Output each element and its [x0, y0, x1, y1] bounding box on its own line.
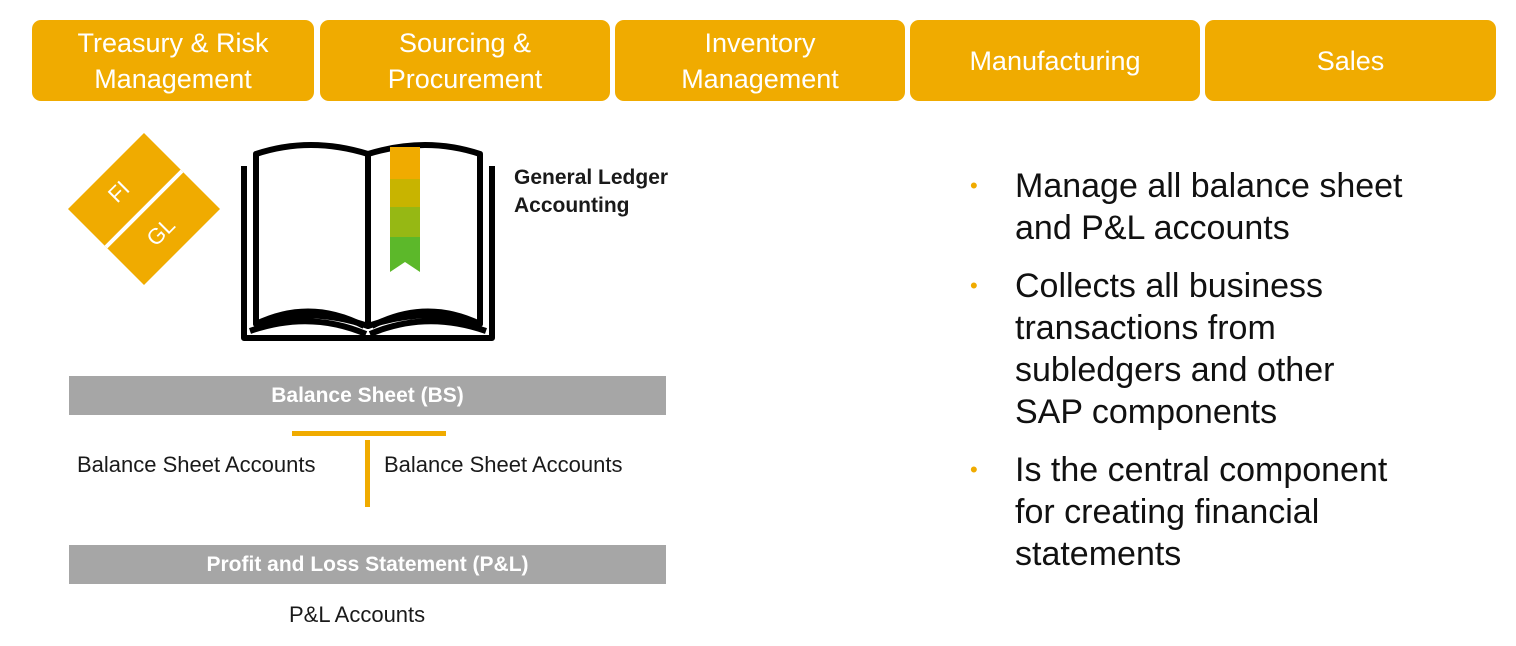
- fi-gl-diamond-icon: FI GL: [68, 133, 220, 285]
- tab-inventory-management[interactable]: Inventory Management: [615, 20, 905, 101]
- list-item: •Manage all balance sheet and P&L accoun…: [970, 167, 1403, 247]
- process-tabs: Treasury & Risk Management Sourcing & Pr…: [32, 20, 1496, 101]
- balance-sheet-divider: [365, 440, 370, 507]
- tab-sales[interactable]: Sales: [1205, 20, 1496, 101]
- tab-manufacturing[interactable]: Manufacturing: [910, 20, 1200, 101]
- list-item: •Collects all business transactions from…: [970, 267, 1335, 431]
- list-item: •Is the central component for creating f…: [970, 451, 1388, 573]
- pl-accounts-label: P&L Accounts: [289, 602, 426, 627]
- general-ledger-title: General Ledger Accounting: [514, 166, 669, 217]
- balance-sheet-connector: [292, 431, 446, 436]
- tab-sourcing-procurement[interactable]: Sourcing & Procurement: [320, 20, 610, 101]
- profit-loss-bar: Profit and Loss Statement (P&L): [69, 545, 666, 584]
- bullet-icon: •: [970, 273, 978, 298]
- balance-sheet-accounts-right: Balance Sheet Accounts: [384, 452, 623, 477]
- feature-list: •Manage all balance sheet and P&L accoun…: [962, 165, 1482, 591]
- balance-sheet-accounts-left: Balance Sheet Accounts: [77, 452, 316, 477]
- bullet-icon: •: [970, 173, 978, 198]
- bullet-icon: •: [970, 457, 978, 482]
- tab-treasury-risk-management[interactable]: Treasury & Risk Management: [32, 20, 314, 101]
- balance-sheet-bar: Balance Sheet (BS): [69, 376, 666, 415]
- open-book-icon: [241, 142, 495, 341]
